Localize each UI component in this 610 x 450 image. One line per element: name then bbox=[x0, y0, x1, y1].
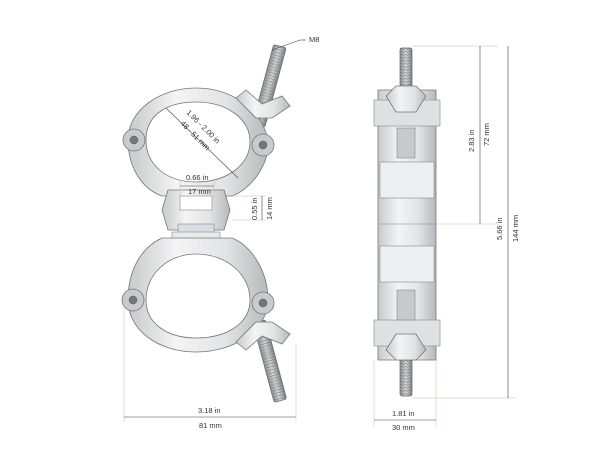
gap-width-mm: 17 mm bbox=[188, 187, 211, 196]
total-height-mm: 144 mm bbox=[511, 215, 520, 242]
overall-width-mm: 81 mm bbox=[199, 421, 222, 430]
bolt-leader bbox=[271, 39, 301, 51]
gap-height-mm: 14 mm bbox=[265, 197, 274, 220]
upper-clamp-ring bbox=[122, 87, 291, 197]
lower-clamp-ring bbox=[121, 237, 291, 353]
bolt-label: M8 bbox=[309, 35, 319, 44]
tube-diameter-line bbox=[165, 107, 239, 179]
half-height-in: 2.83 in bbox=[467, 129, 476, 152]
overall-width-in: 3.18 in bbox=[198, 406, 221, 415]
front-view: M8 1.96 - 2.00 in 48 - 51 mm 0.66 in 17 … bbox=[121, 35, 319, 430]
gap-width-in: 0.66 in bbox=[186, 173, 209, 182]
half-height-mm: 72 mm bbox=[482, 123, 491, 146]
total-height-in: 5.66 in bbox=[495, 217, 504, 240]
side-view: 1.81 in 30 mm 2.83 in 72 mm 5.66 in 144 … bbox=[373, 45, 520, 432]
side-depth-in: 1.81 in bbox=[392, 409, 415, 418]
side-depth-mm: 30 mm bbox=[392, 423, 415, 432]
center-coupler bbox=[161, 189, 231, 241]
gap-height-in: 0.55 in bbox=[250, 197, 259, 220]
